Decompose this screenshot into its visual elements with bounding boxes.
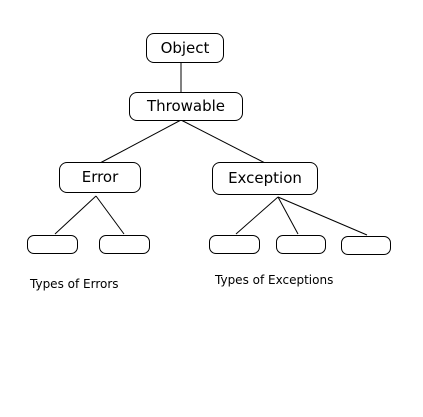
throwable-error-edge <box>99 119 182 164</box>
error-node-label: Error <box>81 168 119 186</box>
exception-subtype-box <box>209 235 260 254</box>
error-subtype-box <box>27 235 78 254</box>
object-node-label: Object <box>160 38 210 57</box>
exception-subtype-box <box>276 235 326 254</box>
throwable-exception-edge <box>180 119 266 164</box>
error-node: Error <box>59 162 141 193</box>
throwable-node: Throwable <box>129 92 243 121</box>
exceptions-caption: Types of Exceptions <box>215 273 334 287</box>
exception-subtype-2-edge <box>277 196 299 235</box>
exception-subtype-3-edge <box>277 196 368 236</box>
error-subtype-box <box>99 235 150 254</box>
error-subtype-2-edge <box>95 195 125 235</box>
object-node: Object <box>146 33 224 63</box>
exception-node-label: Exception <box>228 169 302 187</box>
exception-node: Exception <box>212 162 318 195</box>
exception-subtype-box <box>341 236 391 255</box>
exception-subtype-1-edge <box>235 196 279 235</box>
errors-caption: Types of Errors <box>30 277 119 291</box>
error-subtype-1-edge <box>54 195 97 235</box>
throwable-node-label: Throwable <box>146 97 226 115</box>
